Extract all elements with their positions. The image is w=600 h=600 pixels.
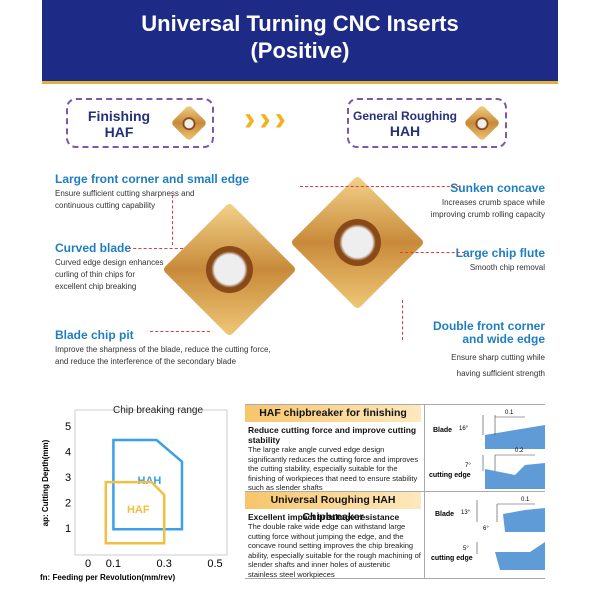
- hah-edge-diagram: Blade 13° 6° 0.1 5° cutting edge: [431, 497, 545, 570]
- blade-angle: 16°: [459, 426, 469, 432]
- feature-title: Blade chip pit: [55, 328, 134, 342]
- blade-profile-shape: [503, 508, 545, 532]
- title-line1: Universal Turning CNC Inserts: [141, 11, 459, 36]
- leader-line: [300, 186, 460, 187]
- blade-angle: 13°: [461, 510, 471, 516]
- feature-title: Sunken concave: [450, 181, 545, 195]
- hah-body: The double rake wide edge can withstand …: [248, 522, 421, 579]
- title-line2: (Positive): [250, 38, 350, 63]
- feature-curved-blade: Curved blade Curved edge design enhances…: [55, 241, 164, 293]
- haf-body: The large rake angle curved edge design …: [248, 445, 419, 492]
- x-axis-label: fn: Feeding per Revolution(mm/rev): [40, 573, 175, 582]
- edge-profile-shape: [495, 542, 545, 570]
- haf-type-line1: Finishing: [87, 108, 151, 124]
- hah-info: Universal Roughing HAH Chipbreaker Excel…: [245, 492, 424, 579]
- range-hah: [112, 438, 184, 531]
- chart-title: Chip breaking range: [113, 405, 203, 416]
- feature-blade-chip-pit: Blade chip pit Improve the sharpness of …: [55, 328, 271, 368]
- haf-insert-image: [170, 104, 208, 142]
- page-header: Universal Turning CNC Inserts (Positive): [42, 0, 558, 84]
- feature-title: Double front corner: [432, 319, 545, 333]
- feature-front-corner: Large front corner and small edge Ensure…: [55, 172, 249, 212]
- haf-section-header: HAF chipbreaker for finishing: [245, 405, 421, 422]
- hah-diagram: Blade 13° 6° 0.1 5° cutting edge: [424, 492, 545, 578]
- series-label: HAF: [127, 504, 150, 516]
- dimension-lines: [482, 415, 535, 471]
- haf-edge-diagram: Blade 16° 0.1 7° cutting edge 0.2: [429, 410, 545, 489]
- feature-desc: Ensure sharp cutting while: [451, 353, 545, 362]
- y-tick-label: 1: [65, 523, 71, 535]
- chip-breaking-chart: Chip breaking range 1 2 3 4 5 0 0.1 0.3 0.5 ap: Cu…: [40, 405, 228, 582]
- haf-insert-large-image: [162, 202, 297, 337]
- haf-type-line2: HAF: [104, 124, 134, 140]
- leader-line: [172, 195, 173, 245]
- x-tick-label: 0.3: [157, 558, 172, 570]
- feature-desc: having sufficient strength: [456, 369, 545, 378]
- arrow-chevrons-icon: ›››: [244, 100, 290, 138]
- feature-desc: improving crumb rolling capacity: [430, 210, 545, 219]
- blade-label: Blade: [435, 511, 454, 518]
- feature-desc: excellent chip breaking: [55, 282, 137, 291]
- feature-desc: Curved edge design enhances: [55, 258, 164, 267]
- edge-angle: 7°: [465, 463, 471, 469]
- x-tick-label: 0.5: [207, 558, 222, 570]
- hah-insert-large-image: [290, 175, 425, 310]
- haf-info: HAF chipbreaker for finishing Reduce cut…: [245, 405, 424, 492]
- feature-desc: and reduce the interference of the secon…: [55, 357, 237, 366]
- leader-line: [128, 248, 183, 249]
- leader-line: [402, 300, 403, 340]
- feature-desc: Ensure sufficient cutting sharpness and: [55, 189, 195, 198]
- y-tick-label: 4: [65, 447, 71, 459]
- chipbreaker-table: HAF chipbreaker for finishing Reduce cut…: [245, 404, 545, 579]
- haf-title: Reduce cutting force and improve cutting…: [248, 425, 417, 445]
- blade-label: Blade: [433, 427, 452, 434]
- edge-dim: 0.2: [515, 448, 524, 454]
- haf-diagram: Blade 16° 0.1 7° cutting edge 0.2: [424, 405, 545, 491]
- chart-frame: [74, 409, 228, 556]
- leader-line: [400, 252, 465, 253]
- edge-label: cutting edge: [429, 472, 471, 479]
- feature-sunken-concave: Sunken concave Increases crumb space whi…: [431, 181, 545, 221]
- dimension-lines: [476, 500, 535, 554]
- feature-title: and wide edge: [462, 332, 545, 346]
- feature-desc: continuous cutting capability: [55, 201, 156, 210]
- y-axis-label: ap: Cutting Depth(mm): [41, 439, 50, 526]
- hah-section-header: Universal Roughing HAH Chipbreaker: [245, 492, 421, 523]
- blade-angle2: 6°: [483, 526, 489, 532]
- feature-large-chip-flute: Large chip flute Smooth chip removal: [456, 246, 545, 274]
- leader-line: [150, 331, 210, 332]
- y-tick-label: 3: [65, 472, 71, 484]
- range-haf: [104, 480, 166, 545]
- feature-desc: Improve the sharpness of the blade, redu…: [55, 345, 271, 354]
- blade-dim: 0.1: [521, 497, 530, 503]
- y-tick-label: 5: [65, 421, 71, 433]
- x-tick-label: 0: [85, 558, 91, 570]
- feature-title: Large front corner and small edge: [55, 172, 250, 186]
- hah-insert-image: [463, 104, 501, 142]
- blade-dim: 0.1: [505, 410, 514, 416]
- feature-desc: Increases crumb space while: [441, 198, 545, 207]
- hah-type-line1: General Roughing: [352, 109, 457, 123]
- feature-title: Large chip flute: [455, 246, 545, 260]
- hah-type-line2: HAH: [389, 123, 421, 139]
- feature-desc: Smooth chip removal: [469, 263, 545, 272]
- x-tick-label: 0.1: [106, 558, 121, 570]
- y-tick-label: 2: [65, 498, 71, 510]
- feature-desc: curling of thin chips for: [55, 270, 136, 279]
- edge-profile-shape: [485, 463, 545, 489]
- blade-profile-shape: [485, 425, 545, 449]
- edge-angle: 5°: [463, 546, 469, 552]
- hah-title: Excellent impact breakage resistance: [248, 512, 400, 522]
- edge-label: cutting edge: [431, 555, 473, 562]
- feature-title: Curved blade: [55, 241, 132, 255]
